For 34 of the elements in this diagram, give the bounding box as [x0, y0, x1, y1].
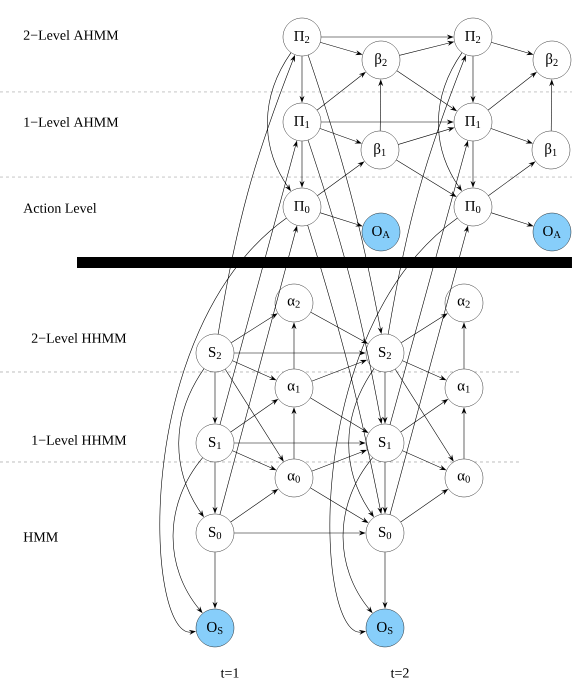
time-label: t=1: [220, 668, 239, 678]
state-node: β$_{2}$: [362, 40, 400, 80]
state-node: Π$_{2}$: [454, 18, 492, 56]
level-label: 2−Level HHMM: [32, 333, 126, 343]
state-node: α$_{2}$: [444, 284, 484, 322]
state-node: Π$_{1}$: [282, 102, 322, 142]
state-node: Π$_{0}$: [454, 188, 492, 226]
level-label: 1−Level HHMM: [32, 435, 126, 445]
level-label: 1−Level AHMM: [24, 117, 118, 127]
state-node: S$_{1}$: [196, 424, 234, 462]
level-label: Action Level: [23, 203, 96, 213]
observation-node: O$_{A}$: [362, 212, 400, 252]
level-label: HMM: [24, 532, 58, 542]
state-node: α$_{0}$: [274, 458, 314, 498]
state-node: Π$_{2}$: [282, 18, 322, 56]
observation-node: O$_{S}$: [196, 608, 234, 648]
state-node: S$_{0}$: [366, 514, 404, 552]
state-node: β$_{2}$: [532, 40, 572, 80]
state-node: Π$_{1}$: [454, 102, 492, 142]
state-node: α$_{1}$: [274, 368, 314, 408]
state-node: S$_{2}$: [366, 334, 404, 372]
state-node: α$_{2}$: [274, 284, 314, 322]
observation-node: O$_{S}$: [366, 608, 404, 648]
state-node: Π$_{0}$: [282, 188, 322, 226]
level-label: 2−Level AHMM: [24, 30, 118, 40]
state-node: S$_{2}$: [196, 334, 234, 372]
state-node: S$_{0}$: [196, 514, 234, 552]
state-node: α$_{1}$: [444, 368, 484, 408]
observation-node: O$_{A}$: [532, 212, 572, 252]
state-node: S$_{1}$: [366, 424, 404, 462]
state-node: β$_{1}$: [360, 130, 400, 170]
time-label: t=2: [390, 668, 409, 678]
state-node: α$_{0}$: [444, 458, 484, 498]
state-node: β$_{1}$: [532, 130, 570, 170]
